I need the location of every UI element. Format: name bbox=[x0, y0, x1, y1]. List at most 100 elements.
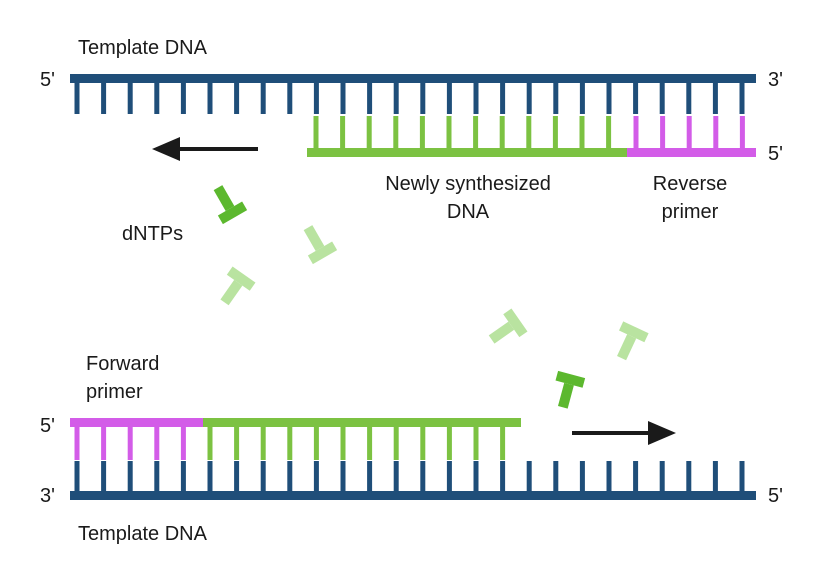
base-tick bbox=[313, 116, 319, 150]
base-tick bbox=[499, 116, 505, 150]
base-tick bbox=[180, 461, 186, 493]
dntp-icon bbox=[303, 225, 338, 265]
base-tick bbox=[287, 424, 293, 460]
base-tick bbox=[393, 80, 399, 114]
base-tick bbox=[446, 424, 452, 460]
base-tick bbox=[154, 424, 160, 460]
base-tick bbox=[393, 116, 399, 150]
reverse-primer-label-line1: Reverse bbox=[653, 173, 727, 195]
base-tick bbox=[446, 461, 452, 493]
base-tick bbox=[473, 116, 479, 150]
base-tick bbox=[393, 424, 399, 460]
base-tick bbox=[74, 80, 80, 114]
base-tick bbox=[500, 424, 506, 460]
forward-primer-label-line1: Forward bbox=[86, 353, 159, 375]
reverse-primer-label-line2: primer bbox=[662, 201, 719, 223]
direction-arrow-right bbox=[572, 421, 676, 445]
top-primer-bases bbox=[633, 116, 745, 150]
newly-synthesized-label-line2: DNA bbox=[447, 201, 490, 223]
base-tick bbox=[101, 461, 107, 493]
base-tick bbox=[500, 461, 506, 493]
base-tick bbox=[712, 461, 718, 493]
strand-end-5-top-left: 5' bbox=[40, 69, 55, 91]
forward-primer-strand bbox=[70, 418, 203, 427]
base-tick bbox=[739, 80, 745, 114]
base-tick bbox=[579, 80, 585, 114]
base-tick bbox=[579, 116, 585, 150]
base-tick bbox=[287, 80, 293, 114]
base-tick bbox=[313, 80, 319, 114]
base-tick bbox=[660, 116, 666, 150]
top-duplex bbox=[70, 74, 756, 157]
base-tick bbox=[260, 461, 266, 493]
base-tick bbox=[420, 424, 426, 460]
base-tick bbox=[180, 80, 186, 114]
bottom-synth-bases bbox=[207, 424, 506, 460]
base-tick bbox=[420, 80, 426, 114]
top-template-backbone bbox=[70, 74, 756, 83]
dntp-icon bbox=[213, 185, 248, 225]
base-tick bbox=[633, 461, 639, 493]
strand-end-5-bottom-right: 5' bbox=[768, 485, 783, 507]
template-dna-label-bottom: Template DNA bbox=[78, 523, 208, 545]
base-tick bbox=[101, 80, 107, 114]
bottom-primer-bases bbox=[74, 424, 186, 460]
base-tick bbox=[633, 116, 639, 150]
bottom-duplex bbox=[70, 418, 756, 500]
base-tick bbox=[74, 424, 80, 460]
base-tick bbox=[712, 80, 718, 114]
base-tick bbox=[686, 80, 692, 114]
strand-end-5-bottom-left: 5' bbox=[40, 415, 55, 437]
newly-synthesized-label-line1: Newly synthesized bbox=[385, 173, 551, 195]
base-tick bbox=[340, 116, 346, 150]
base-tick bbox=[101, 424, 107, 460]
base-tick bbox=[393, 461, 399, 493]
base-tick bbox=[552, 116, 558, 150]
base-tick bbox=[340, 80, 346, 114]
base-tick bbox=[313, 461, 319, 493]
base-tick bbox=[366, 116, 372, 150]
template-dna-label-top: Template DNA bbox=[78, 37, 208, 59]
base-tick bbox=[154, 80, 160, 114]
dntp-icon bbox=[488, 308, 528, 344]
base-tick bbox=[446, 80, 452, 114]
base-tick bbox=[234, 461, 240, 493]
dntp-icon bbox=[555, 370, 586, 409]
bottom-template-backbone bbox=[70, 491, 756, 500]
base-tick bbox=[553, 80, 559, 114]
dntp-icon bbox=[220, 266, 256, 306]
base-tick bbox=[659, 80, 665, 114]
base-tick bbox=[74, 461, 80, 493]
base-tick bbox=[579, 461, 585, 493]
base-tick bbox=[127, 461, 133, 493]
base-tick bbox=[340, 424, 346, 460]
base-tick bbox=[606, 461, 612, 493]
base-tick bbox=[340, 461, 346, 493]
base-tick bbox=[420, 461, 426, 493]
dntps-label: dNTPs bbox=[122, 223, 183, 245]
base-tick bbox=[313, 424, 319, 460]
base-tick bbox=[367, 80, 373, 114]
strand-end-3-bottom-left: 3' bbox=[40, 485, 55, 507]
base-tick bbox=[419, 116, 425, 150]
newly-synthesized-strand-top bbox=[307, 148, 627, 157]
base-tick bbox=[500, 80, 506, 114]
base-tick bbox=[739, 461, 745, 493]
base-tick bbox=[686, 461, 692, 493]
bottom-template-bases bbox=[74, 461, 745, 493]
base-tick bbox=[633, 80, 639, 114]
base-tick bbox=[260, 80, 266, 114]
base-tick bbox=[180, 424, 186, 460]
forward-primer-label-line2: primer bbox=[86, 381, 143, 403]
base-tick bbox=[553, 461, 559, 493]
base-tick bbox=[606, 80, 612, 114]
base-tick bbox=[154, 461, 160, 493]
top-template-bases bbox=[74, 80, 745, 114]
newly-synthesized-strand-bottom bbox=[203, 418, 521, 427]
direction-arrow-left bbox=[152, 137, 258, 161]
base-tick bbox=[367, 461, 373, 493]
base-tick bbox=[260, 424, 266, 460]
base-tick bbox=[713, 116, 719, 150]
dntp-icon bbox=[617, 321, 649, 361]
base-tick bbox=[526, 80, 532, 114]
